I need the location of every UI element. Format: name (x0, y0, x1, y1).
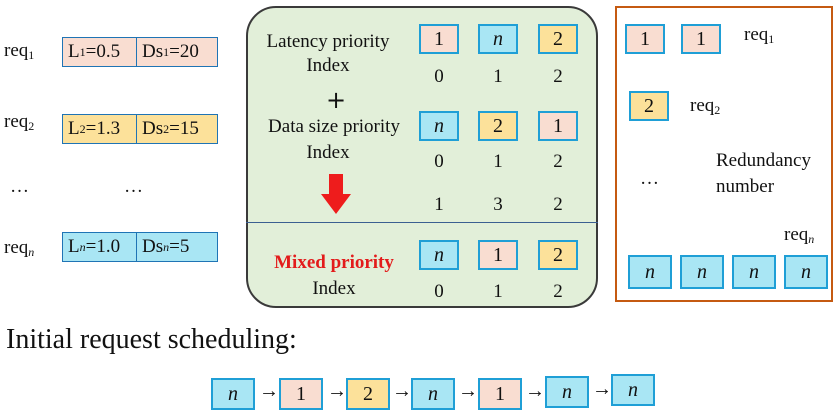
reqn-redundant-box-1: n (680, 255, 724, 289)
latency-priority-label: Latency priority (266, 31, 390, 52)
schedule-box-6: n (611, 374, 655, 406)
right-ellipsis: … (640, 168, 659, 189)
reqn-redundant-box-3: n (784, 255, 828, 289)
left-ellipsis-2: … (124, 176, 143, 197)
plus-sign: + (325, 86, 347, 114)
datasize-index-0: 0 (434, 151, 444, 172)
schedule-arrow-1: → (259, 380, 279, 402)
latency-index-1: 1 (493, 66, 503, 87)
schedule-arrow-3: → (392, 380, 412, 402)
reqn-label: reqn (4, 237, 35, 259)
datasize-box-2: 1 (538, 111, 578, 141)
reqn-redundant-box-2: n (732, 255, 776, 289)
mixed-box-0: n (419, 240, 459, 270)
latency-box-0: 1 (419, 24, 459, 54)
schedule-arrow-4: → (458, 380, 478, 402)
mixed-index-label: Index (312, 278, 356, 299)
reqn-redundant-box-0: n (628, 255, 672, 289)
schedule-box-0: n (211, 378, 255, 410)
req2-label: req2 (4, 111, 35, 133)
schedule-box-1: 1 (279, 378, 323, 410)
mixed-box-1: 1 (478, 240, 518, 270)
latency-index-0: 0 (434, 66, 444, 87)
datasize-box-0: n (419, 111, 459, 141)
latency-box-1: n (478, 24, 518, 54)
datasize-index-2: 2 (553, 151, 563, 172)
schedule-arrow-5: → (525, 380, 545, 402)
schedule-box-3: n (411, 378, 455, 410)
sum-index-0: 1 (434, 194, 444, 215)
right-reqn-label: reqn (784, 224, 815, 246)
datasize-priority-label: Data size priority (268, 116, 400, 137)
redundancy-label: Redundancy (716, 150, 811, 171)
schedule-box-2: 2 (346, 378, 390, 410)
schedule-box-4: 1 (478, 378, 522, 410)
down-arrow-icon (321, 174, 351, 214)
schedule-arrow-2: → (327, 380, 347, 402)
req1-redundant-box-1: 1 (681, 24, 721, 54)
redundancy-panel (615, 6, 833, 302)
schedule-arrow-6: → (592, 378, 612, 400)
mixed-index-2: 2 (553, 281, 563, 302)
panel-divider (246, 222, 598, 223)
datasize-index-label: Index (306, 142, 350, 163)
latency-box-2: 2 (538, 24, 578, 54)
mixed-priority-label: Mixed priority (274, 252, 394, 273)
req2-redundant-box-0: 2 (629, 91, 669, 121)
req1-redundant-box-0: 1 (625, 24, 665, 54)
right-req1-label: req1 (744, 24, 775, 46)
latency-index-label: Index (306, 55, 350, 76)
mixed-index-0: 0 (434, 281, 444, 302)
sum-index-2: 2 (553, 194, 563, 215)
sum-index-1: 3 (493, 194, 503, 215)
datasize-index-1: 1 (493, 151, 503, 172)
mixed-index-1: 1 (493, 281, 503, 302)
schedule-title: Initial request scheduling: (6, 324, 297, 355)
req1-label: req1 (4, 40, 35, 62)
datasize-box-1: 2 (478, 111, 518, 141)
mixed-box-2: 2 (538, 240, 578, 270)
left-ellipsis-1: … (10, 176, 29, 197)
redundancy-number-label: number (716, 176, 775, 197)
latency-index-2: 2 (553, 66, 563, 87)
right-req2-label: req2 (690, 95, 721, 117)
schedule-box-5: n (545, 376, 589, 408)
